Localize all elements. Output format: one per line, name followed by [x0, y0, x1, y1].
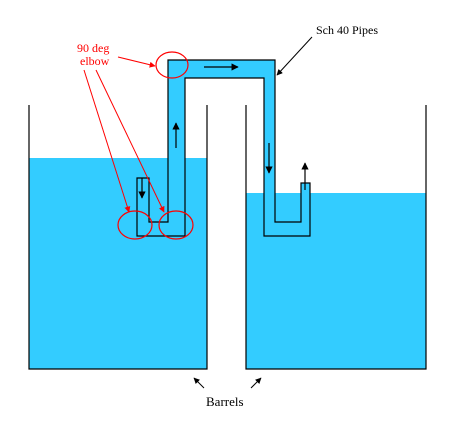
left-barrel-outline [28, 105, 208, 370]
barrels-label: Barrels [206, 394, 244, 409]
elbow-circle-bottom-left [117, 210, 153, 240]
elbow-label-line2: elbow [80, 54, 110, 68]
elbow-leader-top [117, 56, 156, 68]
barrels-leader-right [250, 377, 262, 389]
elbow-leaders [83, 56, 165, 213]
siphon-pipe [136, 59, 311, 237]
barrels-leaders [193, 377, 262, 389]
elbow-leader-bottom-right [95, 69, 165, 213]
elbow-leader-bottom-left [83, 69, 131, 213]
elbow-circle-top [155, 51, 189, 79]
flow-arrows [138, 63, 309, 199]
right-barrel-outline [245, 105, 427, 370]
elbow-label-line1: 90 deg [77, 41, 109, 55]
elbow-circle-bottom-right [158, 210, 194, 240]
elbow-highlights [117, 51, 194, 240]
pipes-leader [276, 36, 313, 76]
siphon-pipe-body [136, 59, 311, 237]
pipes-label: Sch 40 Pipes [316, 23, 378, 37]
barrels-leader-left [193, 377, 205, 389]
